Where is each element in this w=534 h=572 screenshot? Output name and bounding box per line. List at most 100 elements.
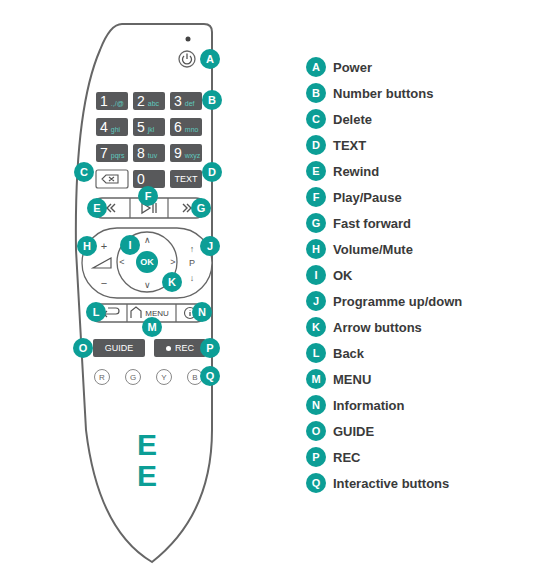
legend-label: GUIDE (333, 424, 374, 439)
key-digit: 0 (137, 171, 145, 187)
callout-letter: Q (312, 477, 321, 489)
key-letters: jkl (148, 126, 155, 133)
callout-letter: K (162, 272, 182, 292)
callout-letter: L (313, 347, 320, 359)
number-key: 7pqrs (96, 144, 128, 162)
callout-letter: D (312, 139, 320, 151)
callout-letter: L (86, 302, 106, 322)
button-symbol: < (119, 257, 124, 267)
interactive-button: G (125, 369, 141, 385)
callout-letter: B (208, 94, 216, 106)
rec-button: REC (154, 339, 206, 357)
key-letters: def (185, 100, 195, 107)
callout-letter: C (74, 162, 94, 182)
callout-letter: H (83, 240, 91, 252)
callout-letter: I (314, 269, 317, 281)
key-digit: 3 (174, 93, 182, 109)
callout-letter: D (208, 166, 216, 178)
legend-label: TEXT (333, 138, 366, 153)
number-key: 8tuv (133, 144, 165, 162)
button-symbol: ∧ (144, 235, 151, 245)
legend-label: Programme up/down (333, 294, 462, 309)
brand-logo-letter: E (137, 461, 157, 491)
legend-letter: CDelete (306, 109, 326, 129)
key-letters: pqrs (111, 152, 125, 159)
button-label: TEXT (174, 174, 197, 184)
button-label: G (130, 373, 136, 382)
legend-letter: NInformation (306, 395, 326, 415)
callout-letter: O (79, 342, 88, 354)
legend-label: Back (333, 346, 364, 361)
button-label: R (99, 373, 105, 382)
callout-letter: A (200, 49, 220, 69)
callout-letter: N (198, 306, 206, 318)
legend-letter: PREC (306, 447, 326, 467)
key-digit: 6 (174, 119, 182, 135)
legend-label: MENU (333, 372, 371, 387)
legend-label: Number buttons (333, 86, 433, 101)
legend-letter: MMENU (306, 369, 326, 389)
info-mark (189, 310, 190, 316)
callout-letter: Q (200, 366, 220, 386)
legend-letter: BNumber buttons (306, 83, 326, 103)
key-digit: 9 (174, 145, 182, 161)
brand-logo-letter: E (137, 430, 157, 460)
guide-button: GUIDE (93, 339, 145, 357)
legend-label: REC (333, 450, 360, 465)
number-key: 9wxyz (170, 144, 202, 162)
callout-letter: E (312, 165, 319, 177)
key-digit: 7 (100, 145, 108, 161)
button-symbol: ↓ (190, 273, 195, 283)
legend-letter: JProgramme up/down (306, 291, 326, 311)
callout-letter: E (93, 202, 100, 214)
callout-letter: H (312, 243, 320, 255)
remote-body (76, 24, 212, 562)
fast-forward-icon (183, 204, 191, 212)
legend-letter: OGUIDE (306, 421, 326, 441)
ir-window (186, 37, 191, 42)
key-letters: .,/@ (111, 100, 124, 107)
legend-label: Power (333, 60, 372, 75)
legend-letter: QInteractive buttons (306, 473, 326, 493)
key-digit: 4 (100, 119, 108, 135)
button-symbol: P (189, 258, 195, 268)
callout-letter: M (311, 373, 320, 385)
interactive-button: Y (156, 369, 172, 385)
key-digit: 1 (100, 93, 108, 109)
key-digit: 2 (137, 93, 145, 109)
key-letters: mno (185, 126, 199, 133)
callout-letter: I (120, 235, 140, 255)
legend-label: Rewind (333, 164, 379, 179)
rewind-icon (107, 204, 115, 212)
callout-letter: M (142, 317, 162, 337)
button-symbol: > (170, 257, 175, 267)
callout-letter: K (312, 321, 320, 333)
callout-letter: K (168, 276, 176, 288)
callout-letter: I (128, 239, 131, 251)
callout-letter: G (191, 198, 211, 218)
button-label: OK (140, 257, 154, 267)
key-digit: 8 (137, 145, 145, 161)
button-label: REC (175, 343, 194, 353)
callout-letter: P (312, 451, 319, 463)
callout-letter: C (80, 166, 88, 178)
legend-label: Interactive buttons (333, 476, 449, 491)
delete-key (96, 170, 128, 188)
rec-dot (166, 346, 171, 351)
legend-label: Arrow buttons (333, 320, 422, 335)
legend-letter: FPlay/Pause (306, 187, 326, 207)
legend-label: Delete (333, 112, 372, 127)
callout-letter: J (200, 236, 220, 256)
legend-letter: KArrow buttons (306, 317, 326, 337)
callout-letter: J (207, 240, 213, 252)
number-key: 4ghi (96, 118, 128, 136)
legend-label: OK (333, 268, 353, 283)
volume-icon (93, 258, 111, 268)
key-letters: abc (148, 100, 159, 107)
callout-letter: F (138, 186, 158, 206)
nav-surround (82, 228, 212, 298)
callout-letter: O (312, 425, 321, 437)
legend-letter: APower (306, 57, 326, 77)
text-button: TEXT (170, 170, 202, 188)
callout-letter: P (206, 342, 213, 354)
